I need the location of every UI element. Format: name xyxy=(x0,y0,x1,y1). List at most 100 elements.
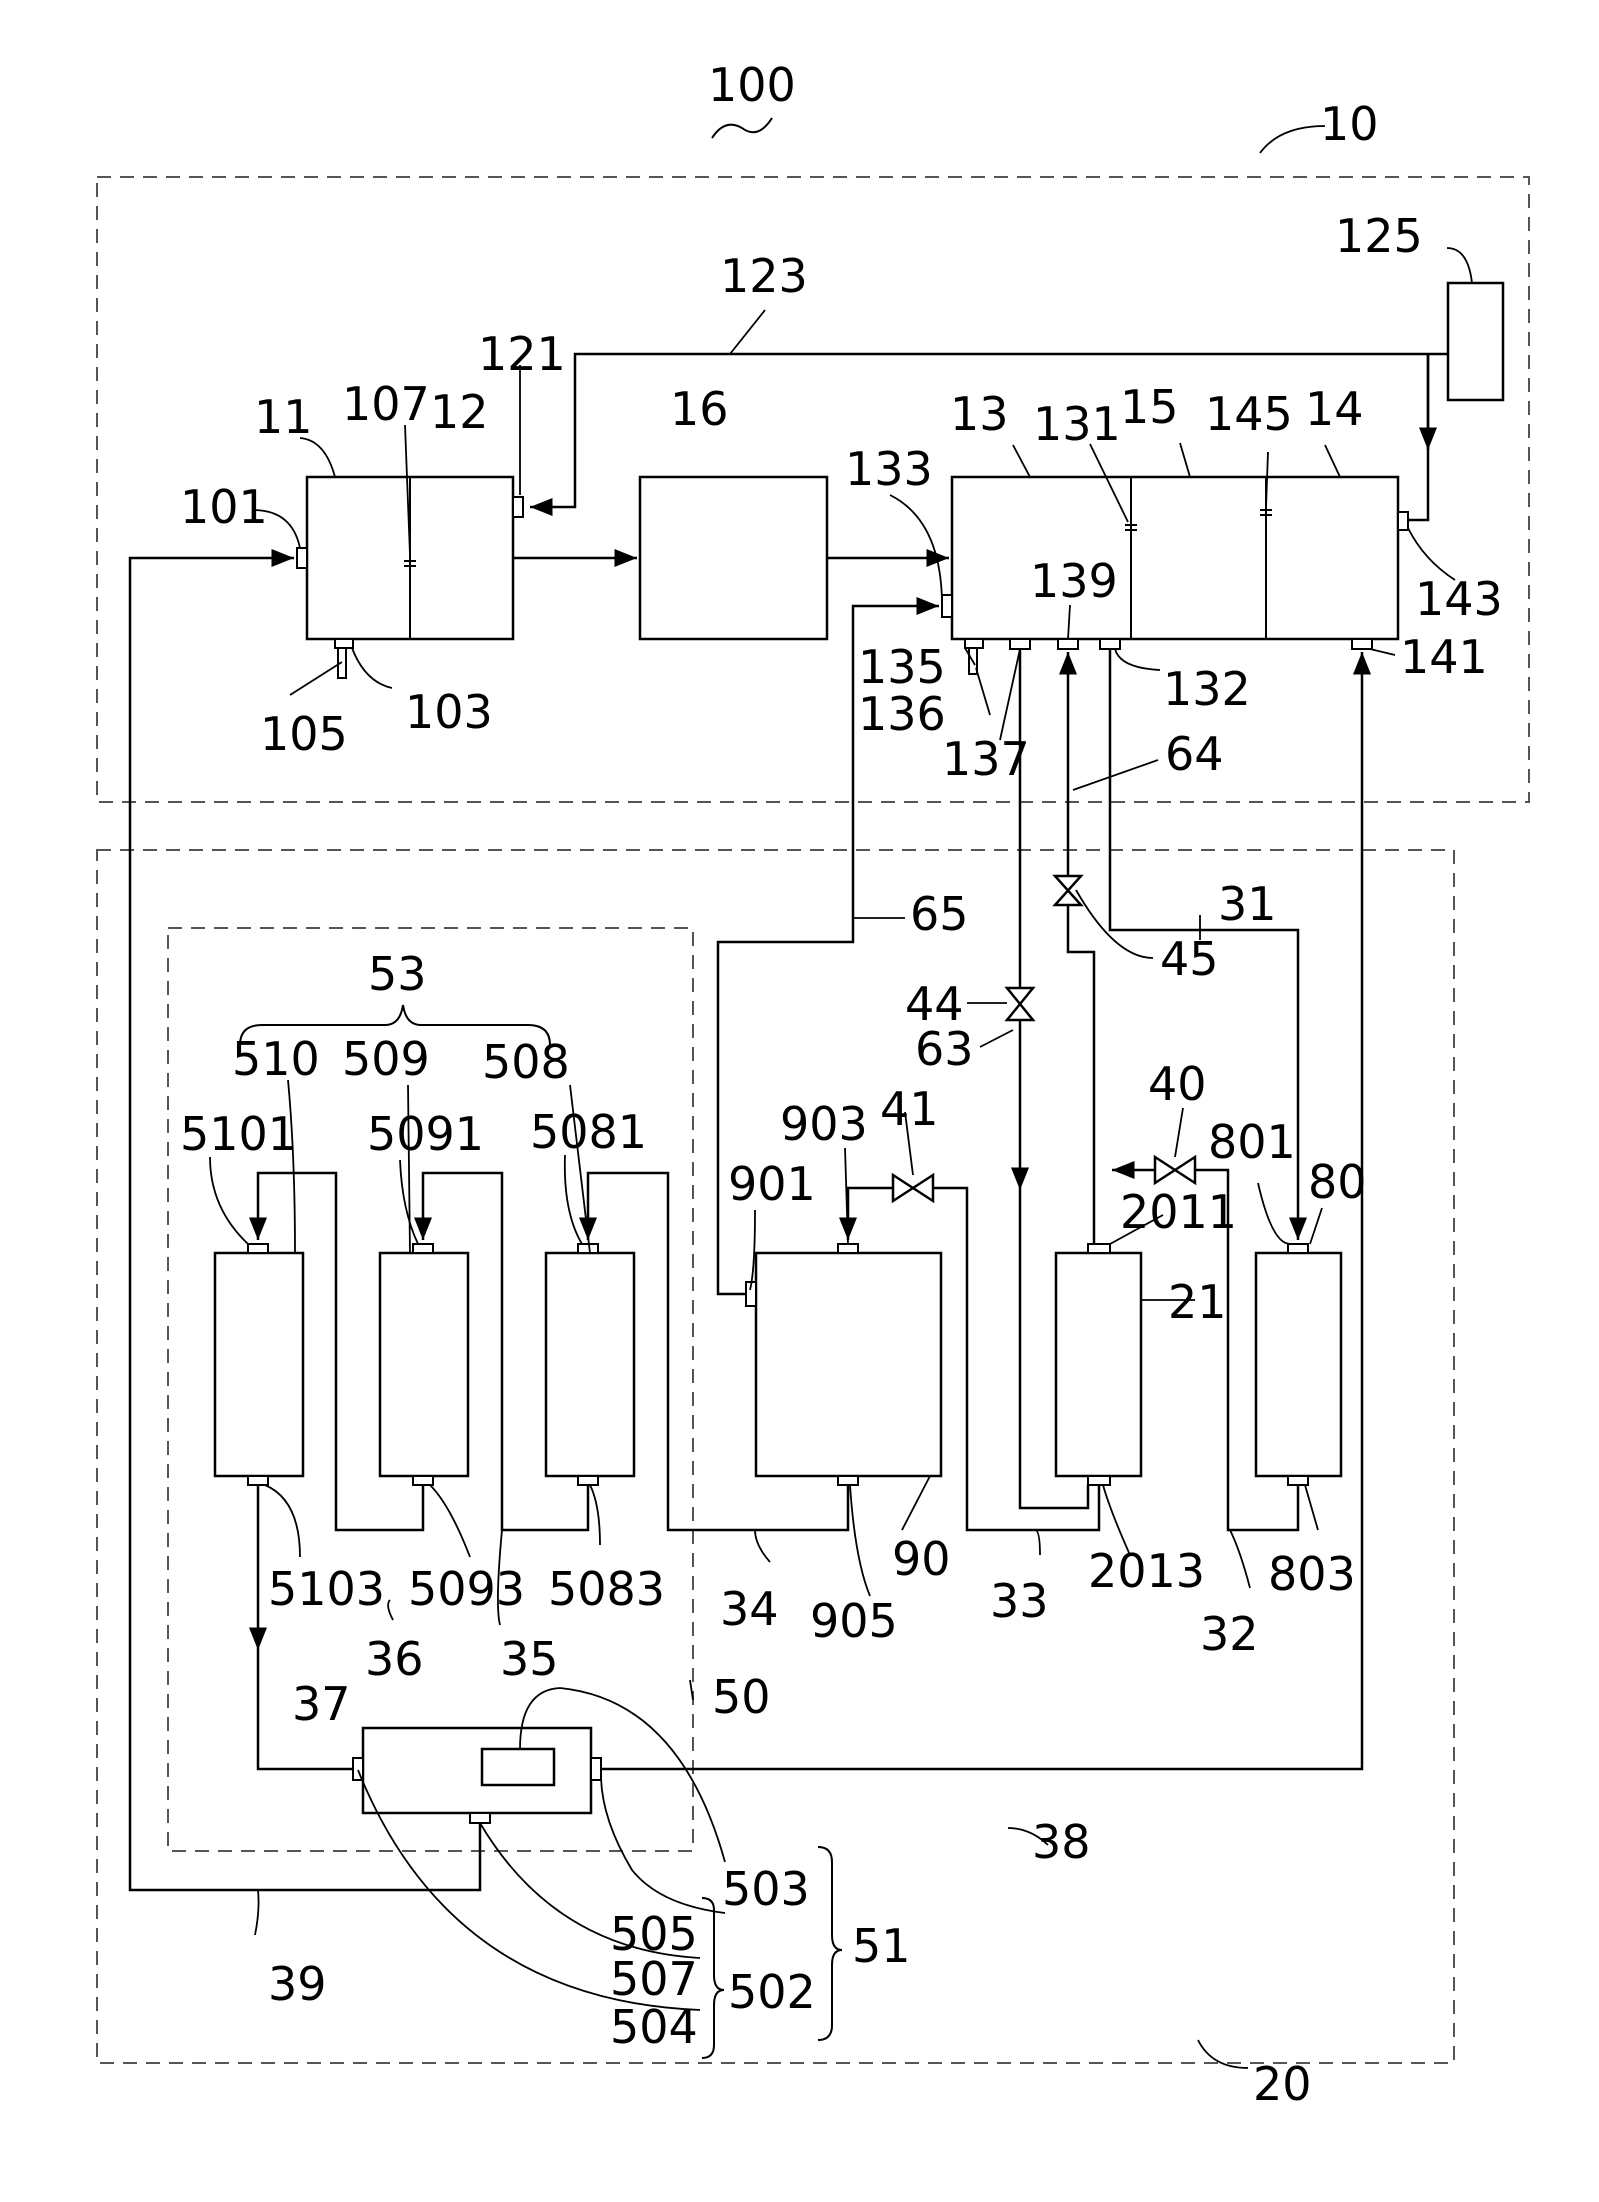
label-5083: 5083 xyxy=(548,1562,665,1616)
label-5101: 5101 xyxy=(180,1107,297,1161)
label-50: 50 xyxy=(712,1670,771,1724)
label-510: 510 xyxy=(232,1032,320,1086)
valve-45 xyxy=(1052,874,1084,907)
port-505 xyxy=(590,1757,602,1781)
valve-44 xyxy=(1004,986,1036,1022)
vessel-21 xyxy=(1054,1251,1143,1478)
label-64: 64 xyxy=(1165,727,1224,781)
line-32 xyxy=(1195,1168,1300,1532)
label-145: 145 xyxy=(1205,387,1293,441)
label-10: 10 xyxy=(1320,97,1379,151)
tank-13-15-14 xyxy=(950,475,1400,641)
label-40: 40 xyxy=(1148,1057,1207,1111)
label-123: 123 xyxy=(720,249,808,303)
line-39 xyxy=(128,549,482,1892)
label-13: 13 xyxy=(950,387,1009,441)
label-903: 903 xyxy=(780,1097,868,1151)
port-903 xyxy=(837,1243,859,1254)
port-137 xyxy=(1009,638,1031,650)
label-502: 502 xyxy=(728,1965,816,2019)
label-38: 38 xyxy=(1032,1815,1091,1869)
port-141 xyxy=(1351,638,1373,650)
port-132 xyxy=(1099,638,1121,650)
port-5093 xyxy=(412,1475,434,1486)
line-65 xyxy=(716,597,939,1296)
tank-90 xyxy=(754,1251,943,1478)
label-103: 103 xyxy=(405,685,493,739)
valve-41 xyxy=(891,1172,935,1204)
label-5103: 5103 xyxy=(268,1562,385,1616)
port-135 xyxy=(964,638,984,649)
port-905 xyxy=(837,1475,859,1486)
vessel-509 xyxy=(378,1251,470,1478)
label-101: 101 xyxy=(180,480,268,534)
label-34: 34 xyxy=(720,1582,779,1636)
label-5081: 5081 xyxy=(530,1105,647,1159)
label-14: 14 xyxy=(1305,382,1364,436)
device-125 xyxy=(1446,281,1505,402)
valve-40 xyxy=(1153,1154,1197,1186)
label-45: 45 xyxy=(1160,932,1219,986)
label-2013: 2013 xyxy=(1088,1544,1205,1598)
label-100: 100 xyxy=(708,58,796,112)
line-63-bottom xyxy=(1018,1190,1090,1510)
vessel-508 xyxy=(544,1251,636,1478)
label-5091: 5091 xyxy=(367,1107,484,1161)
label-132: 132 xyxy=(1163,662,1251,716)
label-90: 90 xyxy=(892,1532,951,1586)
label-41: 41 xyxy=(880,1082,939,1136)
line-34 xyxy=(579,1171,850,1532)
line-31 xyxy=(1108,649,1307,1240)
port-801 xyxy=(1287,1243,1309,1254)
label-12: 12 xyxy=(430,385,489,439)
port-121 xyxy=(512,496,524,518)
port-103 xyxy=(334,638,354,649)
label-137: 137 xyxy=(942,732,1030,786)
label-143: 143 xyxy=(1415,572,1503,626)
label-505: 505 xyxy=(610,1907,698,1961)
brace-502 xyxy=(701,1897,725,2059)
label-801: 801 xyxy=(1208,1115,1296,1169)
line-38 xyxy=(601,652,1371,1771)
tilde-100 xyxy=(711,117,773,139)
port-2011 xyxy=(1087,1243,1111,1254)
label-33: 33 xyxy=(990,1574,1049,1628)
port-5081 xyxy=(577,1243,599,1254)
labels: 100 10 125 123 121 107 11 12 101 16 13 1… xyxy=(180,58,1503,2111)
label-503: 503 xyxy=(722,1862,810,1916)
port-803 xyxy=(1287,1475,1309,1486)
display-503 xyxy=(480,1747,556,1787)
port-143 xyxy=(1397,511,1409,531)
line-35 xyxy=(414,1171,590,1532)
unit-20-boundary xyxy=(96,849,1455,2064)
vessel-510 xyxy=(213,1251,305,1478)
port-133 xyxy=(941,594,953,618)
port-5101 xyxy=(247,1243,269,1254)
label-133: 133 xyxy=(845,442,933,496)
port-2013 xyxy=(1087,1475,1111,1486)
label-31: 31 xyxy=(1218,877,1277,931)
label-125: 125 xyxy=(1335,209,1423,263)
line-36 xyxy=(249,1171,425,1532)
port-101 xyxy=(296,547,308,569)
label-901: 901 xyxy=(728,1157,816,1211)
label-905: 905 xyxy=(810,1594,898,1648)
label-139: 139 xyxy=(1030,554,1118,608)
block-16 xyxy=(638,475,829,641)
line-125-to-143 xyxy=(1408,354,1430,522)
label-107: 107 xyxy=(342,377,430,431)
label-16: 16 xyxy=(670,382,729,436)
label-39: 39 xyxy=(268,1957,327,2011)
label-509: 509 xyxy=(342,1032,430,1086)
label-53: 53 xyxy=(368,947,427,1001)
label-80: 80 xyxy=(1308,1155,1367,1209)
brace-53 xyxy=(239,1004,551,1046)
line-33b xyxy=(839,1186,893,1240)
subsystem-50-boundary xyxy=(167,927,694,1852)
brace-51 xyxy=(817,1846,843,2041)
label-105: 105 xyxy=(260,707,348,761)
unit-10-boundary xyxy=(96,176,1530,803)
label-20: 20 xyxy=(1253,2057,1312,2111)
label-507: 507 xyxy=(610,1952,698,2006)
